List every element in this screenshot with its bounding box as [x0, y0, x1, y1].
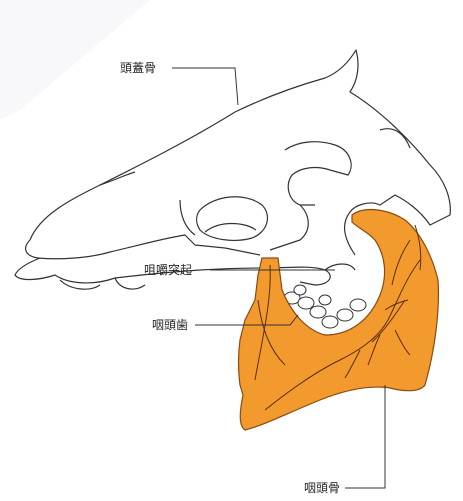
label-cranium: 頭蓋骨: [120, 61, 156, 75]
label-pharyngeal-bone: 咽頭骨: [304, 481, 340, 495]
label-coronoid-process: 咀嚼突起: [144, 263, 192, 277]
label-pharyngeal-teeth: 咽頭歯: [152, 318, 188, 332]
